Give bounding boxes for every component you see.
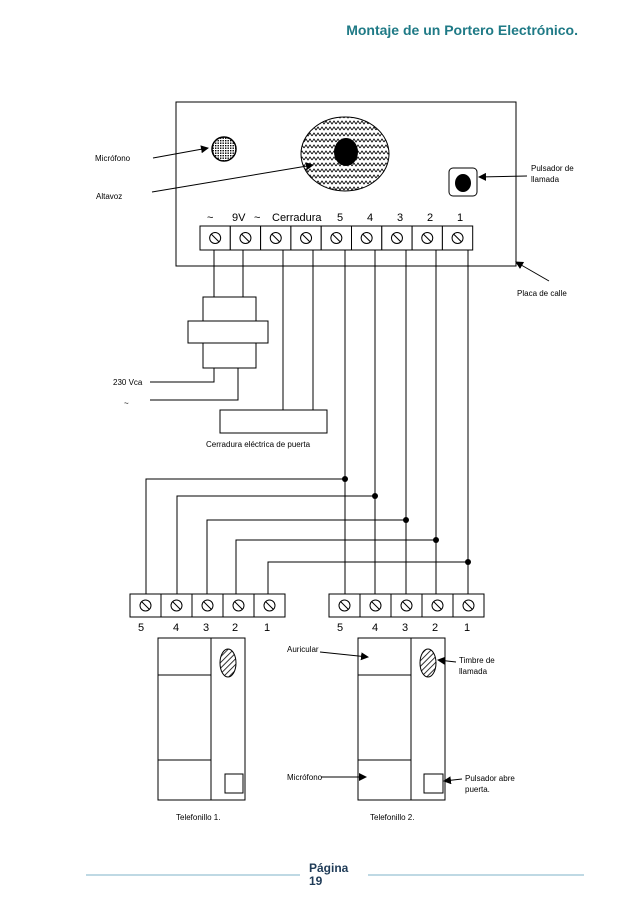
panel-terminal-cell-4	[290, 225, 322, 251]
pulsador-label-1: Pulsador de	[531, 164, 574, 173]
timbre-label-1: Timbre de	[459, 656, 495, 665]
page-number: 19	[309, 874, 323, 888]
voltage-label: 230 Vca	[113, 378, 143, 387]
handset2-terminal-strip	[328, 593, 485, 618]
microphone-icon	[211, 136, 237, 162]
h1-terminal-5: 5	[138, 622, 144, 634]
panel-terminal-screw-slot-6	[362, 233, 372, 243]
lock-label: Cerradura eléctrica de puerta	[206, 440, 311, 449]
auricular-label: Auricular	[287, 645, 319, 654]
handset1-terminal-strip	[129, 593, 286, 618]
handset-1	[157, 637, 246, 801]
voltage-tilde: ~	[124, 399, 129, 408]
panel-terminal-strip	[199, 225, 474, 251]
altavoz-label: Altavoz	[96, 192, 122, 201]
h1-terminal-screw-slot-3	[203, 601, 212, 610]
panel-terminal-cell-6	[351, 225, 383, 251]
terminal-label-3: 3	[397, 212, 403, 224]
terminal-label-5: 5	[337, 212, 343, 224]
h2-terminal-screw-slot-2	[371, 601, 380, 610]
panel-terminal-screw-slot-4	[301, 233, 311, 243]
panel-terminal-screw-slot-1	[210, 233, 220, 243]
terminal-label-tilde-2: ~	[254, 212, 260, 224]
h1-terminal-2: 2	[232, 622, 238, 634]
pulsador-label-2: llamada	[531, 175, 560, 184]
h1-terminal-screw-slot-4	[234, 601, 243, 610]
terminal-label-9v: 9V	[232, 212, 246, 224]
h2-terminal-screw-slot-3	[402, 601, 411, 610]
handset2-ringer-icon	[419, 648, 437, 678]
terminal-label-tilde-1: ~	[207, 212, 213, 224]
h1-terminal-4: 4	[173, 622, 179, 634]
timbre-label-2: llamada	[459, 667, 488, 676]
panel-terminal-screw-slot-9	[453, 233, 462, 243]
terminal-label-4: 4	[367, 212, 373, 224]
h1-terminal-3: 3	[203, 622, 209, 634]
transformer	[150, 250, 269, 401]
panel-terminal-screw-slot-8	[422, 233, 432, 243]
h2-terminal-4: 4	[372, 622, 378, 634]
call-button-icon	[455, 174, 471, 192]
panel-terminal-screw-slot-7	[392, 233, 402, 243]
h1-terminal-screw-slot-1	[141, 601, 150, 610]
panel-terminal-screw-slot-2	[241, 233, 250, 243]
placa-label: Placa de calle	[517, 289, 567, 298]
handset-2	[357, 637, 446, 801]
h2-terminal-screw-slot-5	[464, 601, 473, 610]
panel-terminal-screw-slot-3	[271, 233, 281, 243]
terminal-label-1: 1	[457, 212, 463, 224]
handset1-ringer-icon	[219, 648, 237, 678]
h2-terminal-screw-slot-1	[340, 601, 349, 610]
pulsador-abre-label-1: Pulsador abre	[465, 774, 515, 783]
h2-terminal-2: 2	[432, 622, 438, 634]
junction-dots	[342, 476, 471, 565]
electric-lock	[219, 250, 328, 434]
h2-terminal-screw-slot-4	[433, 601, 442, 610]
page-footer: Página 19	[309, 862, 369, 888]
telefonillo2-label: Telefonillo 2.	[370, 813, 414, 822]
h1-terminal-screw-slot-2	[172, 601, 181, 610]
h1-terminal-1: 1	[264, 622, 270, 634]
terminal-label-2: 2	[427, 212, 433, 224]
h2-terminal-1: 1	[464, 622, 470, 634]
pulsador-abre-label-2: puerta.	[465, 785, 490, 794]
terminal-label-cerradura: Cerradura	[272, 212, 322, 224]
speaker-center	[334, 138, 358, 166]
telefonillo1-label: Telefonillo 1.	[176, 813, 220, 822]
h2-terminal-3: 3	[402, 622, 408, 634]
h2-terminal-5: 5	[337, 622, 343, 634]
panel-terminal-screw-slot-5	[331, 233, 341, 243]
page-label: Página	[309, 861, 349, 875]
microfono-label: Micrófono	[95, 154, 131, 163]
h1-terminal-screw-slot-5	[265, 601, 274, 610]
page-title: Montaje de un Portero Electrónico.	[346, 22, 578, 38]
microfono-handset-label: Micrófono	[287, 773, 323, 782]
bus-wires	[145, 250, 469, 594]
